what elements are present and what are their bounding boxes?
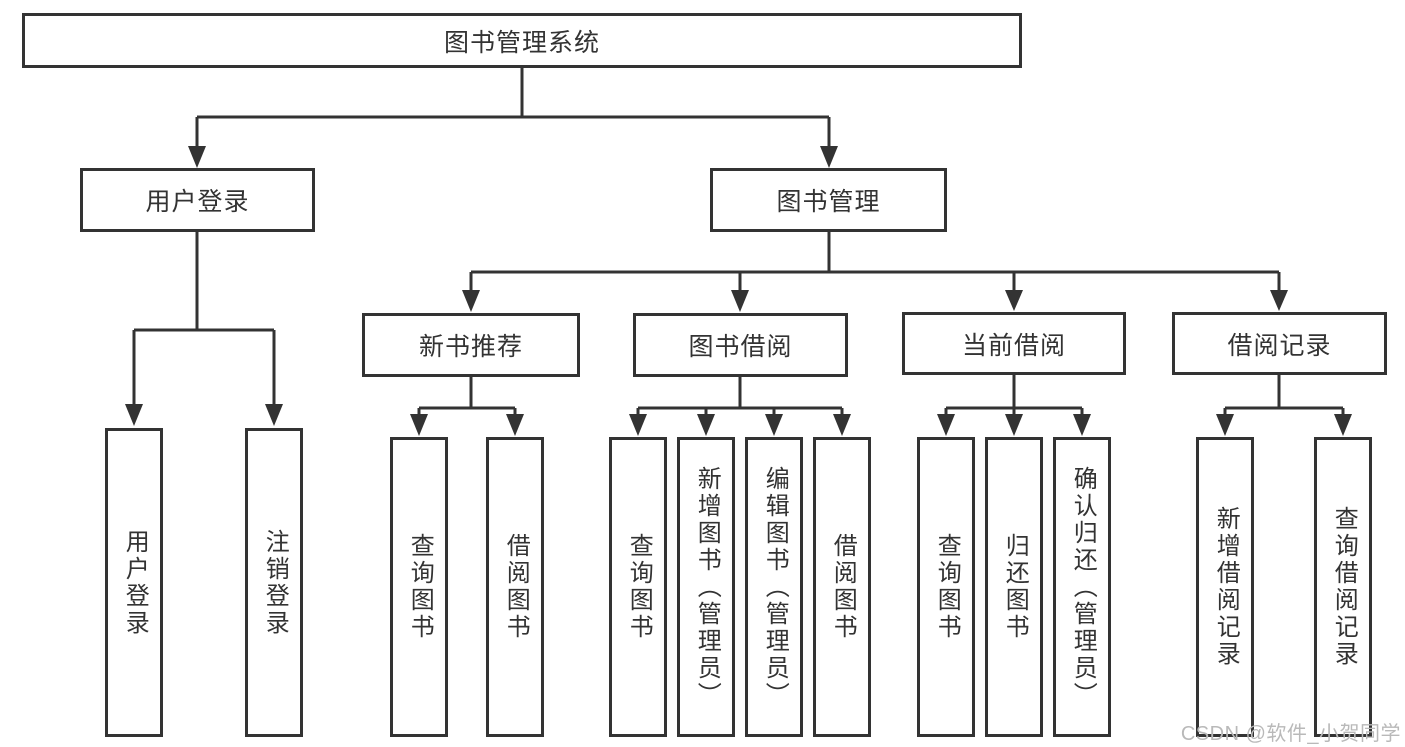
- leaf-user-login: 用户登录: [105, 428, 163, 737]
- leaf-add-book-admin: 新增图书（管理员）: [677, 437, 735, 737]
- leaf-query-books-borrowing: 查询图书: [609, 437, 667, 737]
- node-current-borrowing: 当前借阅: [902, 312, 1126, 375]
- leaf-add-borrow-record: 新增借阅记录: [1196, 437, 1254, 737]
- node-new-book-recommend: 新书推荐: [362, 313, 580, 377]
- node-root-system: 图书管理系统: [22, 13, 1022, 68]
- leaf-borrow-books-borrowing: 借阅图书: [813, 437, 871, 737]
- leaf-borrow-books-recommend: 借阅图书: [486, 437, 544, 737]
- node-borrowing-records: 借阅记录: [1172, 312, 1387, 375]
- csdn-watermark: CSDN @软件_小贺同学: [1180, 723, 1401, 745]
- leaf-query-books-current: 查询图书: [917, 437, 975, 737]
- leaf-confirm-return-admin: 确认归还（管理员）: [1053, 437, 1111, 737]
- leaf-query-borrow-record: 查询借阅记录: [1314, 437, 1372, 737]
- arrowhead-icons: [125, 146, 1352, 436]
- node-book-borrowing: 图书借阅: [633, 313, 848, 377]
- leaf-return-book: 归还图书: [985, 437, 1043, 737]
- node-user-login: 用户登录: [80, 168, 315, 232]
- leaf-logout: 注销登录: [245, 428, 303, 737]
- leaf-edit-book-admin: 编辑图书（管理员）: [745, 437, 803, 737]
- node-book-management: 图书管理: [710, 168, 947, 232]
- leaf-query-books-recommend: 查询图书: [390, 437, 448, 737]
